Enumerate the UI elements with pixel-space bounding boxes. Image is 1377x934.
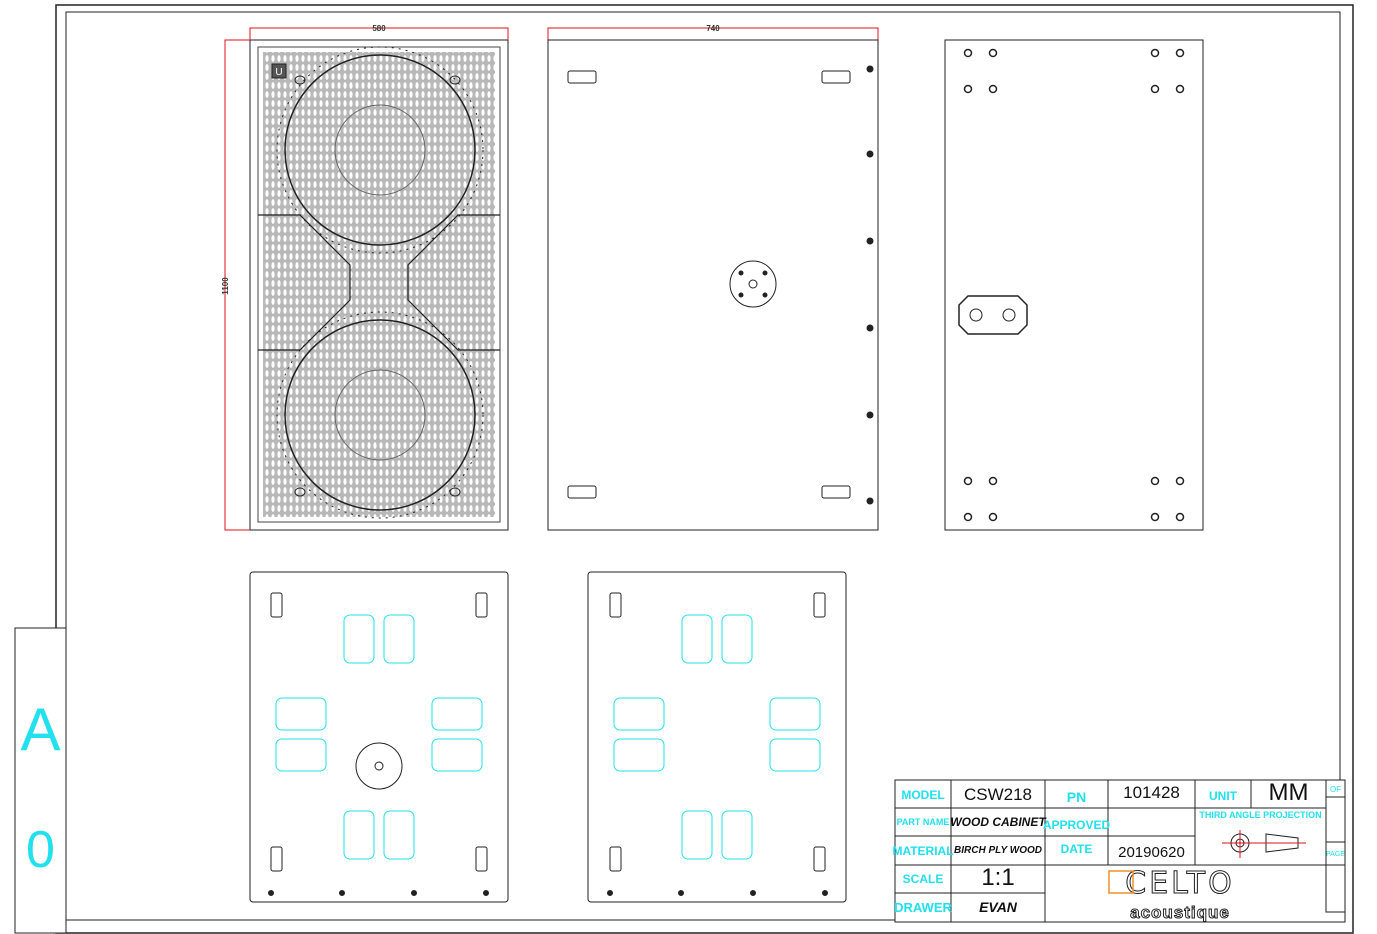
sheet-size-number: 0: [26, 821, 55, 879]
scale-label: SCALE: [902, 872, 944, 886]
dimension-lines: [224, 27, 879, 531]
front-view: U: [249, 39, 509, 531]
sheet-size-letter: A: [20, 696, 61, 763]
side-view: [547, 39, 879, 531]
woofer-bottom: [284, 319, 476, 511]
pn-value: 101428: [1123, 782, 1180, 802]
date-value: 20190620: [1118, 844, 1185, 861]
dimension-depth: 740: [706, 24, 720, 33]
brand-accent: [1108, 870, 1134, 894]
outer-border: [55, 4, 1354, 934]
approved-value: [1108, 808, 1195, 836]
material-label: MATERIAL: [892, 843, 954, 858]
unit-label: UNIT: [1209, 788, 1237, 803]
brand-badge: [271, 63, 287, 79]
part-name-label: PART NAME: [896, 817, 950, 827]
brand-logo: CELTO: [1125, 866, 1234, 901]
scale-value: 1:1: [981, 864, 1015, 891]
bottom-view-left: [249, 571, 509, 903]
projection-label: THIRD ANGLE PROJECTION: [1199, 810, 1322, 820]
woofer-top: [284, 54, 476, 246]
connector-plate: [958, 295, 1028, 335]
unit-value: MM: [1268, 778, 1309, 806]
model-value: CSW218: [963, 784, 1033, 804]
material-value: BIRCH PLY WOOD: [954, 845, 1042, 856]
approved-label: APPROVED: [1042, 818, 1111, 832]
sheet-size-tab: [14, 627, 67, 934]
drawer-value: EVAN: [979, 898, 1017, 915]
of-label: OF: [1329, 784, 1342, 794]
third-angle-projection-icon: [1222, 830, 1306, 858]
page-label: PAGE: [1326, 850, 1345, 858]
pn-label: PN: [1066, 788, 1087, 805]
date-label: DATE: [1060, 841, 1093, 856]
part-name-value: WOOD CABINET: [950, 815, 1046, 829]
dimension-width: 580: [372, 24, 386, 33]
svg-text:U: U: [275, 67, 282, 78]
drawer-label: DRAWER: [894, 900, 952, 915]
back-view: [944, 39, 1204, 531]
bottom-view-right: [587, 571, 847, 903]
brand-sub-logo: acoustique: [1130, 903, 1230, 922]
inner-border: [65, 11, 1341, 921]
dimension-height: 1100: [221, 277, 230, 295]
title-block: CELTO acoustique: [894, 779, 1346, 923]
model-label: MODEL: [901, 787, 945, 802]
